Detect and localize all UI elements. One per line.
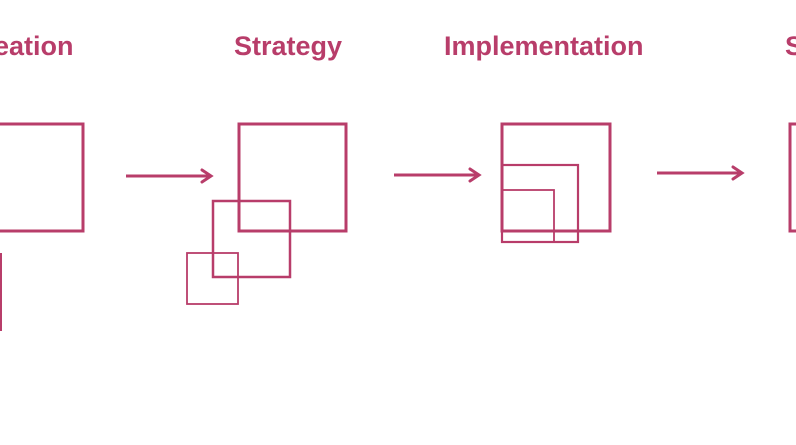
implementation-main-square xyxy=(500,122,612,233)
stage-title-strategy: Strategy xyxy=(234,31,343,61)
arrow-right-icon xyxy=(394,167,482,183)
arrow-right-icon xyxy=(126,168,214,184)
next-stage-main-square xyxy=(788,122,796,233)
creation-small-square xyxy=(0,253,2,331)
creation-main-square xyxy=(0,122,85,233)
strategy-small-square xyxy=(186,252,239,305)
strategy-main-square xyxy=(237,122,348,233)
stage-title-next: S xyxy=(785,31,796,61)
implementation-small-square xyxy=(501,189,555,243)
arrow-right-icon xyxy=(657,165,745,181)
stage-title-creation: eation xyxy=(0,31,74,61)
strategy-middle-square xyxy=(211,199,292,279)
stage-title-implementation: Implementation xyxy=(444,31,644,61)
